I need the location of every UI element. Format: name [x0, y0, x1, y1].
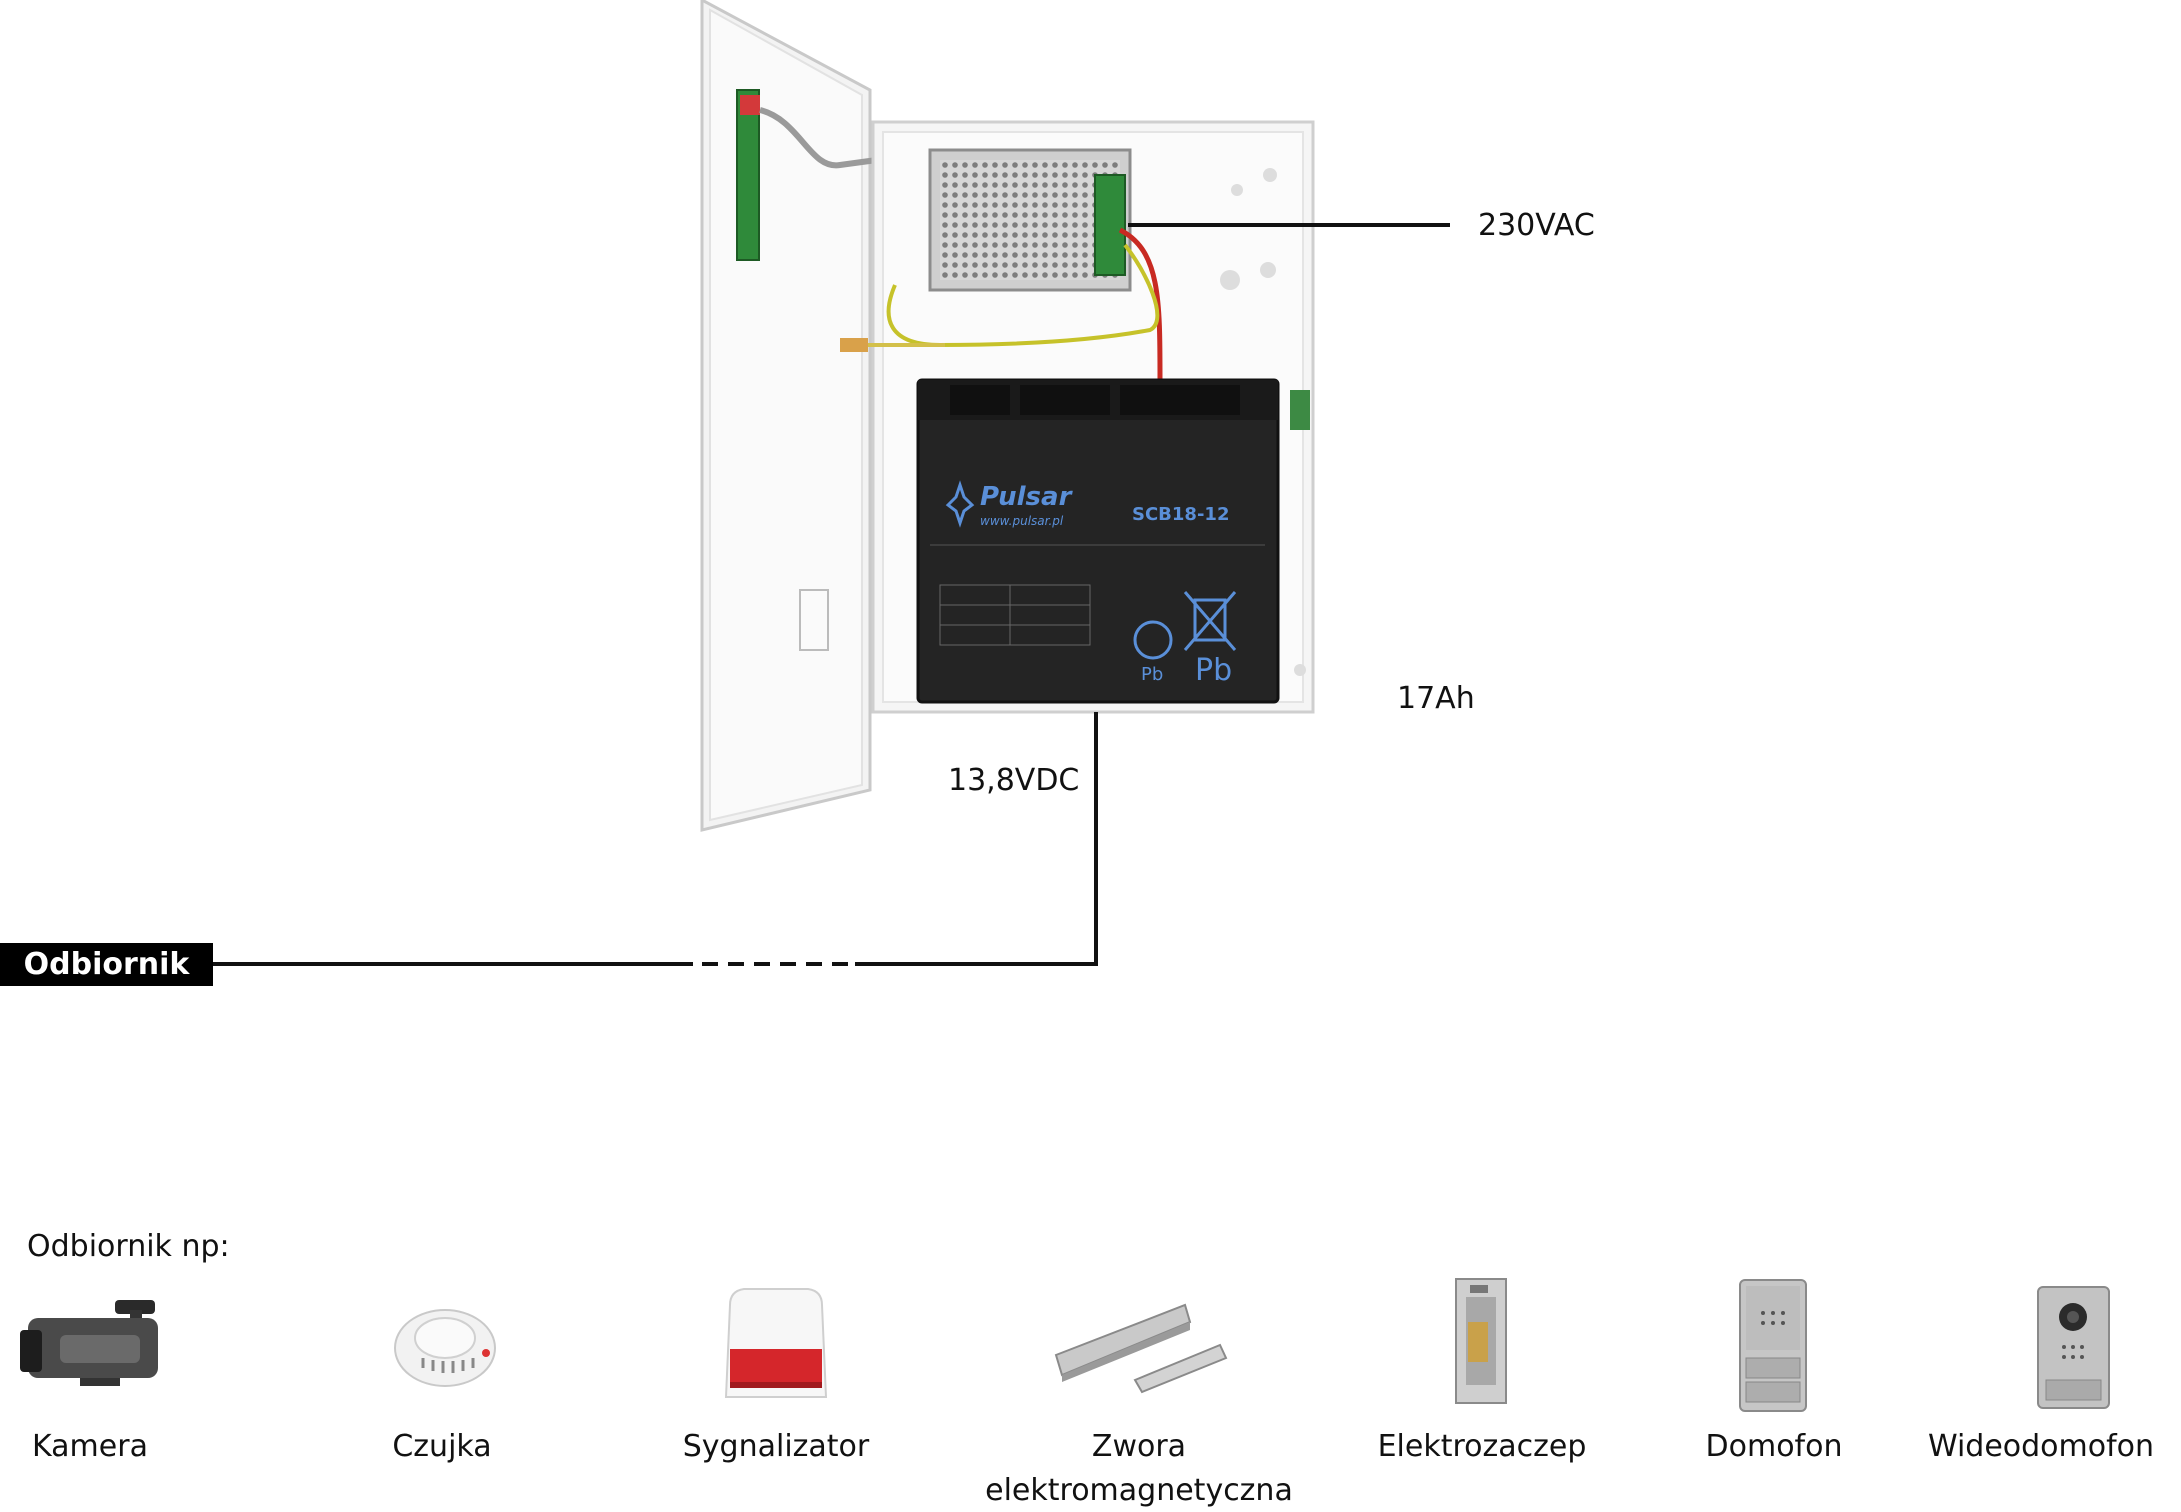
examples-heading: Odbiornik np: [27, 1229, 230, 1264]
smoke-detector-icon [394, 1309, 496, 1387]
battery-website: www.pulsar.pl [980, 514, 1064, 528]
battery-model: SCB18-12 [1132, 504, 1229, 525]
dc-output-label: 13,8VDC [948, 763, 1080, 798]
power-supply-enclosure: Pulsar www.pulsar.pl SCB18-12 Pb Pb [700, 0, 1315, 832]
device-label-intercom: Domofon [1705, 1429, 1843, 1464]
device-label-smoke-detector: Czujka [392, 1429, 492, 1464]
battery-brand: Pulsar [980, 482, 1074, 512]
crossed-bin-icon [1183, 591, 1237, 651]
device-label-siren: Sygnalizator [682, 1429, 870, 1464]
intercom-icon [1739, 1279, 1807, 1412]
receiver-tag: Odbiornik [0, 943, 213, 986]
dc-output-wire-horizontal-left [213, 962, 693, 966]
recycle-icon [1133, 620, 1173, 660]
device-label-camera: Kamera [32, 1429, 148, 1464]
ac-input-label: 230VAC [1478, 208, 1595, 243]
device-label-electric-strike: Elektrozaczep [1377, 1429, 1587, 1464]
battery-pb-small: Pb [1141, 664, 1163, 685]
dc-output-wire-horizontal-right [855, 962, 1098, 966]
dc-output-wire-dashed [702, 962, 858, 966]
device-label-magnetic-lock: Zwora elektromagnetyczna [985, 1429, 1293, 1508]
siren-icon [724, 1288, 828, 1398]
dc-output-wire-vertical [1094, 712, 1098, 966]
magnetic-lock-icon [1054, 1303, 1228, 1394]
video-intercom-icon [2037, 1286, 2110, 1409]
device-label-video-intercom: Wideodomofon [1927, 1429, 2155, 1464]
battery-pb-large: Pb [1195, 653, 1232, 688]
battery-capacity-label: 17Ah [1397, 681, 1475, 716]
ac-input-wire [1128, 223, 1450, 227]
pulsar-logo-icon [945, 480, 975, 528]
camera-icon [20, 1300, 158, 1386]
electric-strike-icon [1455, 1278, 1507, 1404]
